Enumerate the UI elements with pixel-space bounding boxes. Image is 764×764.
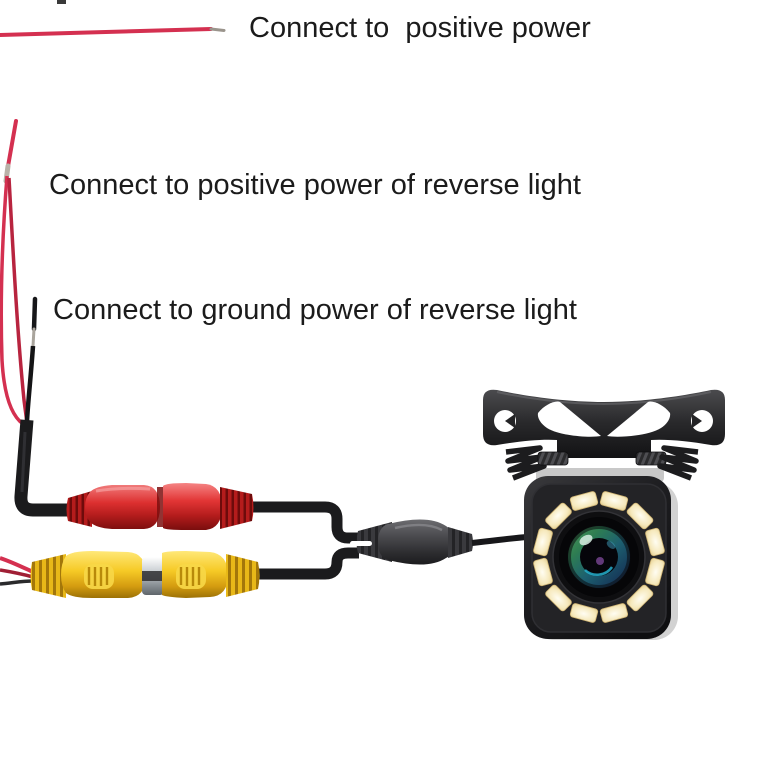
led <box>569 603 599 623</box>
yellow-branch-red-wire-1 <box>0 556 34 574</box>
splitter-cables <box>251 501 359 580</box>
positive-power-wire <box>0 27 226 37</box>
led <box>599 491 629 511</box>
label-positive-power: Connect to positive power <box>249 12 591 44</box>
red-rca-highlight <box>95 486 151 493</box>
red-rca-right-strain-relief <box>220 487 254 529</box>
bracket-right-hole-notch <box>692 414 702 428</box>
ground-wire-tip <box>31 296 38 332</box>
power-cable <box>14 419 70 517</box>
led <box>626 584 654 612</box>
yellow-rca-left-strain-relief <box>30 554 66 598</box>
bracket-top-highlight <box>496 391 712 406</box>
led <box>645 557 665 587</box>
red-wire-strand-b <box>7 177 29 424</box>
plug-highlight <box>394 523 443 532</box>
bracket-left-hole-notch <box>505 414 515 428</box>
rca-coupler-gap <box>142 571 164 581</box>
plug-fork-gap <box>350 541 372 546</box>
lens-iris-edge <box>567 525 631 589</box>
label-reverse-light-ground: Connect to ground power of reverse light <box>53 294 577 326</box>
red-rca-female-body <box>85 485 160 529</box>
bracket-left-cutout <box>537 401 601 437</box>
backup-camera <box>524 476 678 640</box>
wire-stripped-tip <box>209 27 226 32</box>
reverse-light-ground-wire <box>24 296 38 422</box>
cable-sheen <box>20 431 27 493</box>
ground-wire-stripped-section <box>31 327 36 348</box>
camera-lens <box>552 510 646 604</box>
red-rca-male-body <box>163 483 222 530</box>
lens-specular-highlight <box>579 534 593 546</box>
lens-blue-reflection <box>584 566 614 577</box>
red-wire-strand-a <box>0 175 25 426</box>
red-rca-seam <box>157 487 163 527</box>
wire-fragment <box>57 0 66 4</box>
bracket-right-cutout <box>607 401 671 437</box>
lens-teal-reflection <box>606 541 616 549</box>
led <box>626 502 654 530</box>
led <box>569 491 599 511</box>
yellow-branch-black-wire <box>0 579 34 586</box>
label-reverse-light-positive: Connect to positive power of reverse lig… <box>49 169 581 201</box>
yellow-rca-left-grip-ribs <box>87 567 109 586</box>
mounting-screw-right <box>635 445 699 481</box>
led <box>645 527 665 557</box>
mounting-screw-left <box>505 445 569 481</box>
camera-mounting-bracket <box>483 389 725 458</box>
screw-shaft-left <box>537 451 569 466</box>
red-wire-upper <box>5 119 18 174</box>
reverse-light-positive-wire <box>0 119 29 426</box>
power-cable-path <box>14 419 70 517</box>
led <box>533 557 553 587</box>
positive-power-wire-line <box>0 27 213 37</box>
led-ring <box>533 491 665 623</box>
led <box>545 502 572 530</box>
yellow-branch-cable <box>257 547 359 580</box>
yellow-rca-connector-pair <box>0 551 260 598</box>
lens-purple-reflection <box>596 557 604 565</box>
screw-spring-right <box>657 445 699 481</box>
camera-cable-plug <box>350 519 529 565</box>
plug-to-camera-wire <box>471 534 529 546</box>
yellow-rca-right-strain-relief <box>226 554 260 597</box>
red-rca-connector-pair <box>66 483 254 530</box>
yellow-branch-red-wire-2 <box>0 568 34 579</box>
led <box>599 603 629 623</box>
plug-right-strain-relief <box>448 527 473 558</box>
led <box>545 584 572 612</box>
red-rca-left-strain-relief <box>66 491 92 527</box>
led <box>533 527 553 557</box>
lens-pupil <box>580 538 618 576</box>
yellow-rca-right-grip-ribs <box>179 567 201 586</box>
ground-wire-lower <box>24 345 36 422</box>
plug-body <box>378 519 457 565</box>
red-branch-cable <box>251 501 359 544</box>
bracket-plate <box>483 389 725 458</box>
